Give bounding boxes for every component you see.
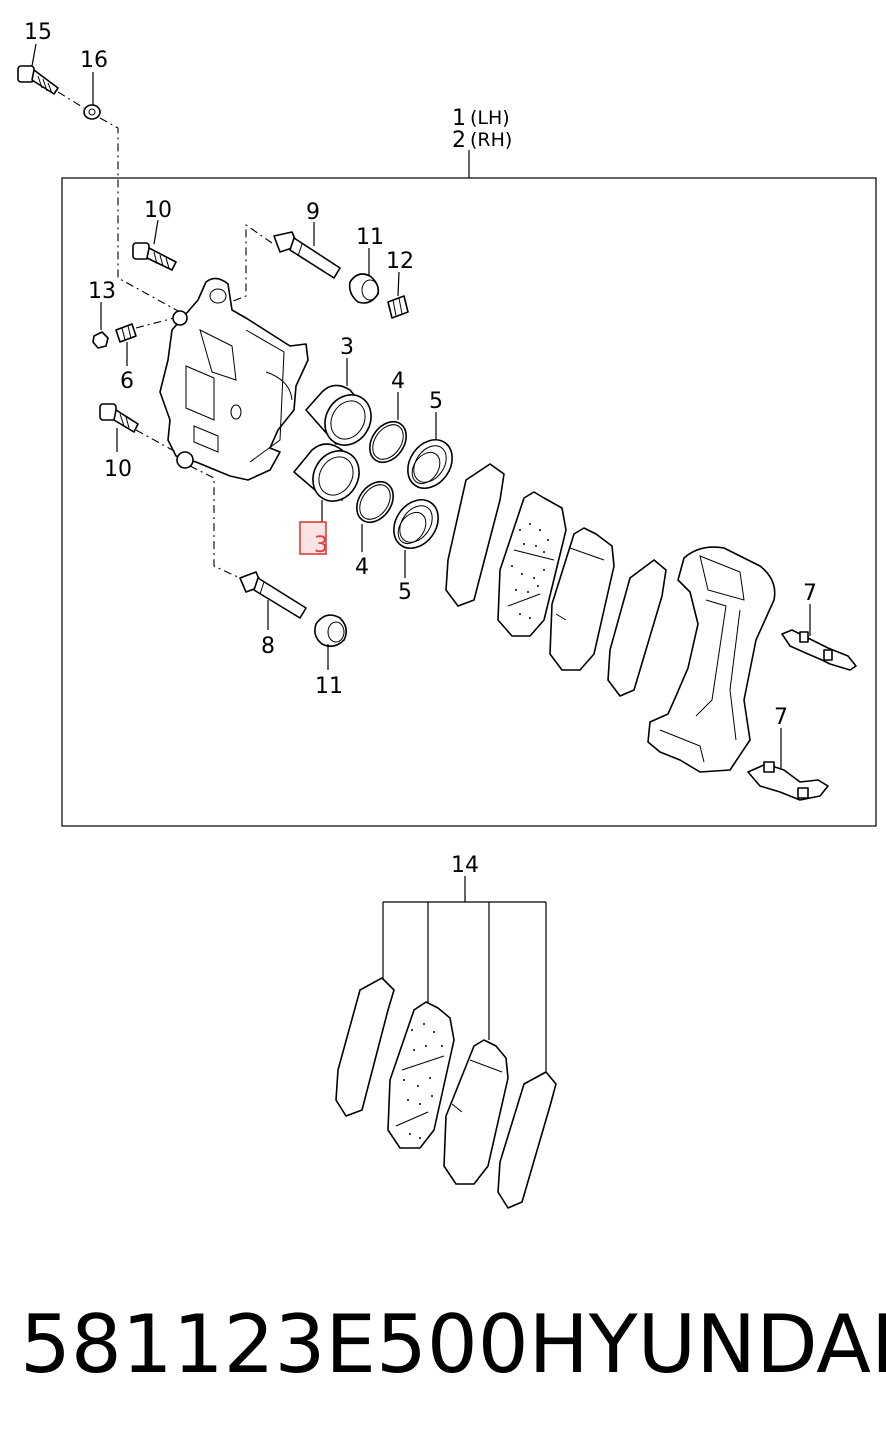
callout-7-upper: 7 <box>803 581 817 606</box>
piston-3-upper-part[interactable] <box>305 384 380 453</box>
brake-pad-inner-part[interactable] <box>497 491 567 637</box>
dash-caliper-8 <box>189 465 245 581</box>
piston-3-lower-part[interactable] <box>293 442 368 509</box>
callout-10-upper: 10 <box>144 198 172 223</box>
shim-left-part[interactable] <box>445 463 505 607</box>
shim-right-part[interactable] <box>607 559 667 697</box>
callout-15: 15 <box>24 20 52 45</box>
callout-3-highlighted: 3 <box>314 533 328 558</box>
anti-rattle-clip-7-lower-part[interactable] <box>747 761 829 801</box>
leader-12 <box>397 271 400 297</box>
highlight-box <box>299 521 327 555</box>
leader-15 <box>31 43 37 67</box>
callout-1: 1 <box>452 106 466 131</box>
footer-caption: 581123E500 HYUNDAI <box>20 1290 886 1400</box>
callout-13: 13 <box>88 279 116 304</box>
bolt-10-lower-part[interactable] <box>99 403 139 433</box>
pad-kit-shim-right-part[interactable] <box>497 1071 557 1209</box>
dust-boot-5-upper-part[interactable] <box>399 431 462 497</box>
callout-11-upper: 11 <box>356 225 384 250</box>
guide-pin-8-part[interactable] <box>239 571 307 619</box>
dash-6-caliper <box>135 317 175 329</box>
callout-7-lower: 7 <box>774 705 788 730</box>
callout-4-upper: 4 <box>391 369 405 394</box>
callout-3-upper: 3 <box>340 335 354 360</box>
seal-ring-4-upper-part[interactable] <box>362 415 413 469</box>
callout-6: 6 <box>120 369 134 394</box>
boot-11-lower-part[interactable] <box>314 614 348 648</box>
brand-name: HYUNDAI <box>528 1298 886 1391</box>
dust-boot-5-lower-part[interactable] <box>385 491 448 557</box>
caliper-body-part[interactable] <box>159 277 309 481</box>
callout-9: 9 <box>306 200 320 225</box>
seal-ring-4-lower-part[interactable] <box>349 475 400 529</box>
washer-16-part[interactable] <box>83 104 101 120</box>
callout-5-lower: 5 <box>398 580 412 605</box>
brake-pad-outer-part[interactable] <box>549 527 615 671</box>
anti-rattle-clip-7-upper-part[interactable] <box>781 629 857 671</box>
pad-kit-14-leaders <box>382 876 547 1074</box>
bleeder-screw-6-part[interactable] <box>115 323 137 343</box>
callout-4-lower: 4 <box>355 555 369 580</box>
dash-16-caliper <box>99 117 181 313</box>
callout-14: 14 <box>451 853 479 878</box>
guide-pin-9-part[interactable] <box>273 231 341 279</box>
dash-10b-caliper <box>135 429 177 453</box>
callout-16: 16 <box>80 48 108 73</box>
callout-1-side: (LH) <box>470 107 510 129</box>
cap-13-part[interactable] <box>92 331 109 349</box>
bolt-10-upper-part[interactable] <box>132 242 177 271</box>
callout-2-side: (RH) <box>470 129 512 151</box>
bleeder-cap-12-part[interactable] <box>387 295 409 319</box>
callout-5-upper: 5 <box>429 389 443 414</box>
pad-kit-pad-inner-part[interactable] <box>387 1001 455 1149</box>
dash-15-16 <box>57 91 85 109</box>
callout-11-lower: 11 <box>315 674 343 699</box>
callout-10-lower: 10 <box>104 457 132 482</box>
leader-10a <box>153 219 159 245</box>
pad-kit-shim-left-part[interactable] <box>335 977 395 1117</box>
boot-11-upper-part[interactable] <box>348 273 380 304</box>
callout-2: 2 <box>452 128 466 153</box>
callout-8: 8 <box>261 634 275 659</box>
caliper-bracket-part[interactable] <box>647 546 776 773</box>
bolt-15-part[interactable] <box>17 65 59 95</box>
callout-12: 12 <box>386 249 414 274</box>
pad-kit-pad-outer-part[interactable] <box>443 1039 509 1185</box>
part-number: 581123E500 <box>20 1298 529 1391</box>
